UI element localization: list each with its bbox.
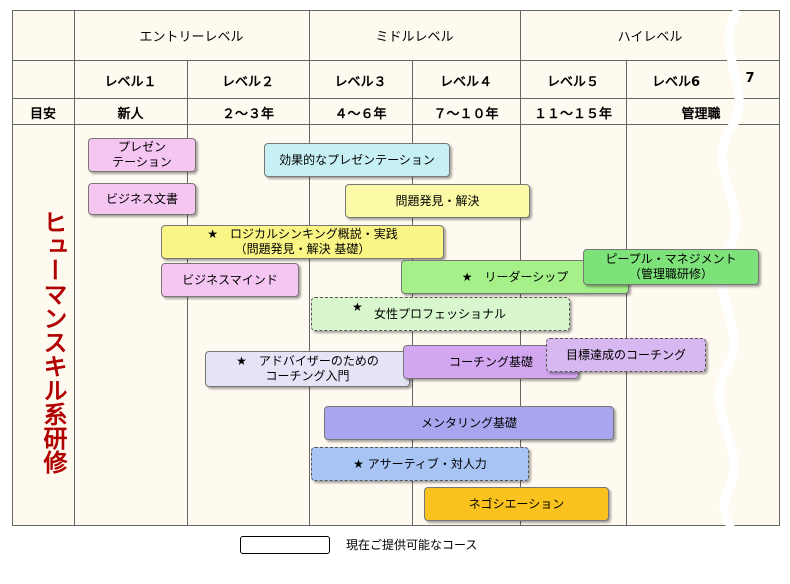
meyasu-4: ７～１０年 — [433, 107, 499, 122]
meyasu-2: ２～３年 — [221, 107, 274, 122]
course-business-writing: ビジネス文書 — [88, 183, 196, 215]
grid-line — [12, 60, 780, 61]
legend-swatch — [240, 536, 330, 554]
course-goal-coaching: 目標達成のコーチング — [546, 338, 706, 372]
grid-line — [12, 98, 780, 99]
meyasu-3: ４～６年 — [334, 107, 387, 122]
course-logical-thinking: ★ ロジカルシンキング概説・実践（問題発見・解決 基礎） — [161, 225, 444, 259]
side-title: ヒューマンスキル系研修 — [39, 210, 67, 474]
meyasu-label: 目安 — [29, 107, 56, 122]
course-business-mind: ビジネスマインド — [161, 263, 299, 297]
course-presentation: プレゼンテーション — [88, 138, 196, 172]
category-high: ハイレベル — [617, 30, 683, 45]
level-2: レベル２ — [221, 75, 274, 90]
category-entry: エントリーレベル — [139, 30, 244, 45]
course-women-professional: ★女性プロフェッショナル — [311, 297, 570, 331]
level-5: レベル５ — [546, 75, 599, 90]
course-effective-presentation: 効果的なプレゼンテーション — [264, 143, 450, 177]
level-4: レベル４ — [439, 75, 492, 90]
break-wave — [714, 10, 744, 526]
course-problem-solving: 問題発見・解決 — [345, 184, 530, 218]
category-middle: ミドルレベル — [375, 30, 454, 45]
meyasu-1: 新人 — [117, 107, 144, 122]
level-6: レベル6 — [651, 75, 701, 90]
course-people-management: ピープル・マネジメント（管理職研修） — [583, 249, 759, 285]
course-advisor-coaching: ★ アドバイザーのためのコーチング入門 — [205, 351, 410, 387]
grid-line — [12, 124, 780, 125]
course-negotiation: ネゴシエーション — [424, 487, 609, 521]
grid-line — [74, 10, 75, 526]
grid-line — [309, 10, 310, 526]
legend-label: 現在ご提供可能なコース — [346, 538, 478, 552]
level-3: レベル３ — [334, 75, 387, 90]
meyasu-5: １１～１５年 — [533, 107, 612, 122]
course-mentoring: メンタリング基礎 — [324, 406, 614, 440]
meyasu-6: 管理職 — [681, 107, 721, 122]
level-1: レベル１ — [104, 75, 157, 90]
level-7: 7 — [745, 71, 755, 86]
course-assertive: ★ アサーティブ・対人力 — [311, 447, 529, 481]
